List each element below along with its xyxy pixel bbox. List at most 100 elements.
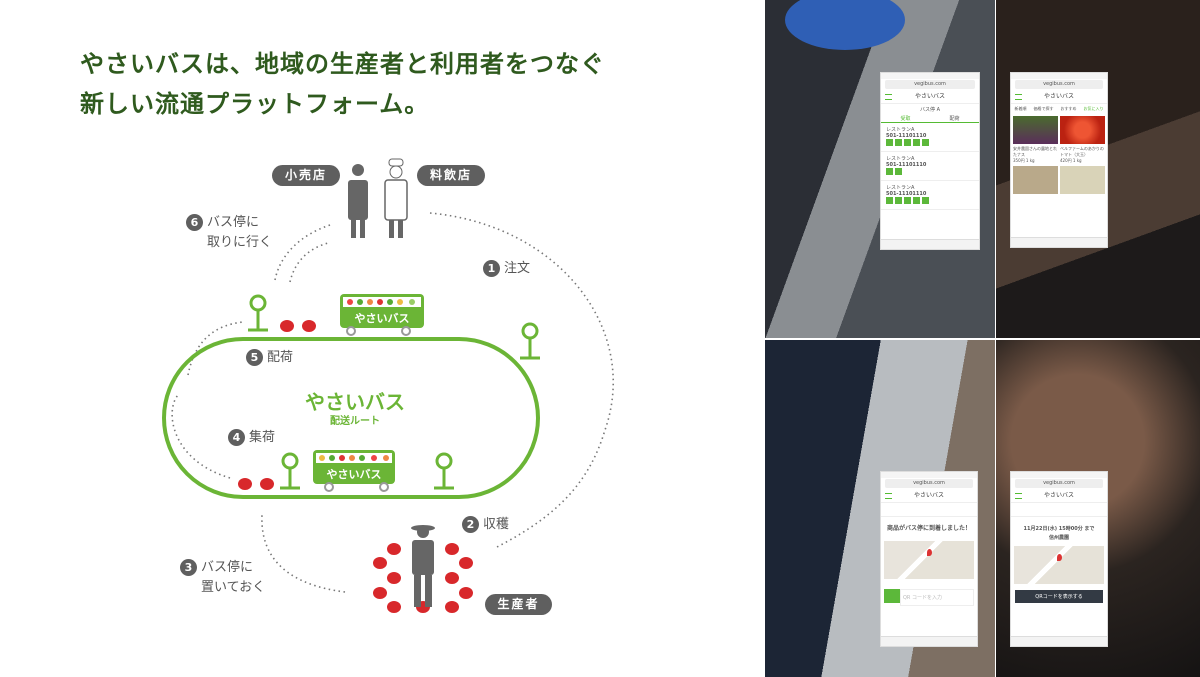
map[interactable]	[884, 541, 974, 579]
tab-favorites[interactable]: お気に入り	[1083, 106, 1104, 111]
bus-label-top: やさいバス	[354, 312, 410, 325]
phone-screen-product-list: vegibus.com やさいバス 新着順価格で探すおすすめお気に入り 安井農園…	[1010, 72, 1108, 248]
distribution-diagram	[162, 158, 615, 613]
step-label-line2: 置いておく	[201, 580, 266, 595]
bus-stop-icon	[280, 452, 300, 490]
item-name: レストランA	[886, 156, 915, 162]
route-title: やさいバス	[305, 390, 405, 414]
menu-icon[interactable]	[885, 94, 892, 100]
step-1-order: 1 注文	[483, 259, 530, 279]
phone-screen-arrival: vegibus.com やさいバス 商品がバス停に到着しました！ QR コードを…	[880, 471, 978, 647]
tab-recommended[interactable]: おすすめ	[1060, 106, 1077, 111]
route-subtitle: 配送ルート	[330, 416, 380, 427]
step-label: バス停に	[207, 215, 260, 230]
item-id: 501-11101110	[886, 162, 927, 168]
tab-new[interactable]: 新着順	[1014, 106, 1027, 111]
map-pin-icon	[1057, 554, 1063, 561]
pickup-deadline: 11月22日(水) 15時00分 まで	[1023, 526, 1095, 532]
menu-icon[interactable]	[1015, 94, 1022, 100]
flow-arrows	[171, 212, 615, 593]
url-bar: vegibus.com	[885, 479, 973, 488]
retailer-figure	[348, 164, 368, 238]
step-number: 4	[228, 429, 245, 446]
pickup-place: 信州農園	[1048, 535, 1069, 541]
browser-toolbar[interactable]	[881, 636, 977, 646]
product-name: 安井農園さんの露地とれたナス	[1013, 146, 1057, 157]
app-title: やさいバス	[914, 93, 945, 100]
url-bar: vegibus.com	[1015, 80, 1103, 89]
tab-price[interactable]: 価格で探す	[1033, 106, 1054, 111]
qr-code-input[interactable]: QR コードを入力	[900, 589, 974, 606]
show-qr-button[interactable]: QRコードを表示する	[1015, 590, 1103, 603]
step-6-pickup: 6 バス停に取りに行く	[186, 213, 272, 253]
producer-label: 生産者	[485, 594, 552, 615]
step-number: 1	[483, 260, 500, 277]
step-label: バス停に	[201, 560, 254, 575]
bus-icon-bottom	[313, 450, 395, 492]
retail-store-label: 小売店	[272, 165, 340, 186]
product-image-potato[interactable]	[1013, 166, 1058, 194]
arrow-order	[429, 212, 615, 549]
tomatoes	[238, 320, 473, 613]
chef-figure	[384, 158, 408, 238]
product-image-eggplant[interactable]	[1013, 116, 1058, 144]
step-label: 集荷	[249, 430, 276, 445]
product-image-pear[interactable]	[1060, 166, 1105, 194]
headline-line-2: 新しい流通プラットフォーム。	[80, 90, 430, 118]
camera-button[interactable]	[884, 589, 900, 603]
bus-stop-icon	[248, 294, 268, 332]
browser-toolbar[interactable]	[881, 239, 979, 249]
bus-stop-icon	[520, 322, 540, 360]
arrow-place-at-stop	[261, 514, 346, 593]
step-label: 注文	[504, 261, 531, 276]
url-bar: vegibus.com	[885, 80, 975, 89]
cap	[785, 0, 905, 50]
menu-icon[interactable]	[1015, 493, 1022, 499]
step-number: 6	[186, 214, 203, 231]
step-number: 5	[246, 349, 263, 366]
delivery-route	[162, 337, 540, 499]
url-bar: vegibus.com	[1015, 479, 1103, 488]
tab-deliver[interactable]: 配荷	[949, 116, 960, 122]
item-id: 501-11101110	[886, 191, 927, 197]
product-image-tomato[interactable]	[1060, 116, 1105, 144]
product-name: ベルファームのあかりの トマト（大玉）	[1060, 146, 1104, 157]
arrival-message: 商品がバス停に到着しました！	[886, 525, 971, 532]
bus-stop-icon	[434, 452, 454, 490]
arrow-collect	[171, 394, 231, 479]
product-price: 350円	[1013, 158, 1025, 163]
app-title: やさいバス	[1043, 492, 1074, 499]
bus-label-bottom: やさいバス	[326, 468, 382, 481]
menu-icon[interactable]	[885, 493, 892, 499]
browser-toolbar[interactable]	[1011, 237, 1107, 247]
map-pin-icon	[927, 549, 933, 556]
step-label: 配荷	[267, 350, 294, 365]
step-number: 3	[180, 559, 197, 576]
arrow-deliver	[187, 321, 244, 376]
step-3-place-at-stop: 3 バス停に置いておく	[180, 558, 265, 598]
tab-receive[interactable]: 受取	[900, 116, 911, 122]
step-5-deliver: 5 配荷	[246, 348, 293, 368]
step-label-line2: 取りに行く	[207, 235, 273, 250]
browser-toolbar[interactable]	[1011, 636, 1107, 646]
farmer-figure	[411, 525, 435, 607]
item-name: レストランA	[886, 185, 915, 191]
app-title: やさいバス	[913, 492, 944, 499]
restaurant-label: 料飲店	[417, 165, 485, 186]
bus-icon-top	[340, 294, 424, 336]
step-4-collect: 4 集荷	[228, 428, 275, 448]
item-name: レストランA	[886, 127, 915, 133]
item-id: 501-11101110	[886, 133, 927, 139]
product-price: 420円	[1060, 158, 1072, 163]
product-unit: 1 kg	[1025, 158, 1035, 163]
step-label: 収穫	[483, 517, 510, 532]
arrow-pickup-up	[289, 242, 329, 283]
headline-line-1: やさいバスは、地域の生産者と利用者をつなぐ	[80, 50, 605, 78]
map[interactable]	[1014, 546, 1104, 584]
arrow-pickup-down	[274, 224, 331, 281]
